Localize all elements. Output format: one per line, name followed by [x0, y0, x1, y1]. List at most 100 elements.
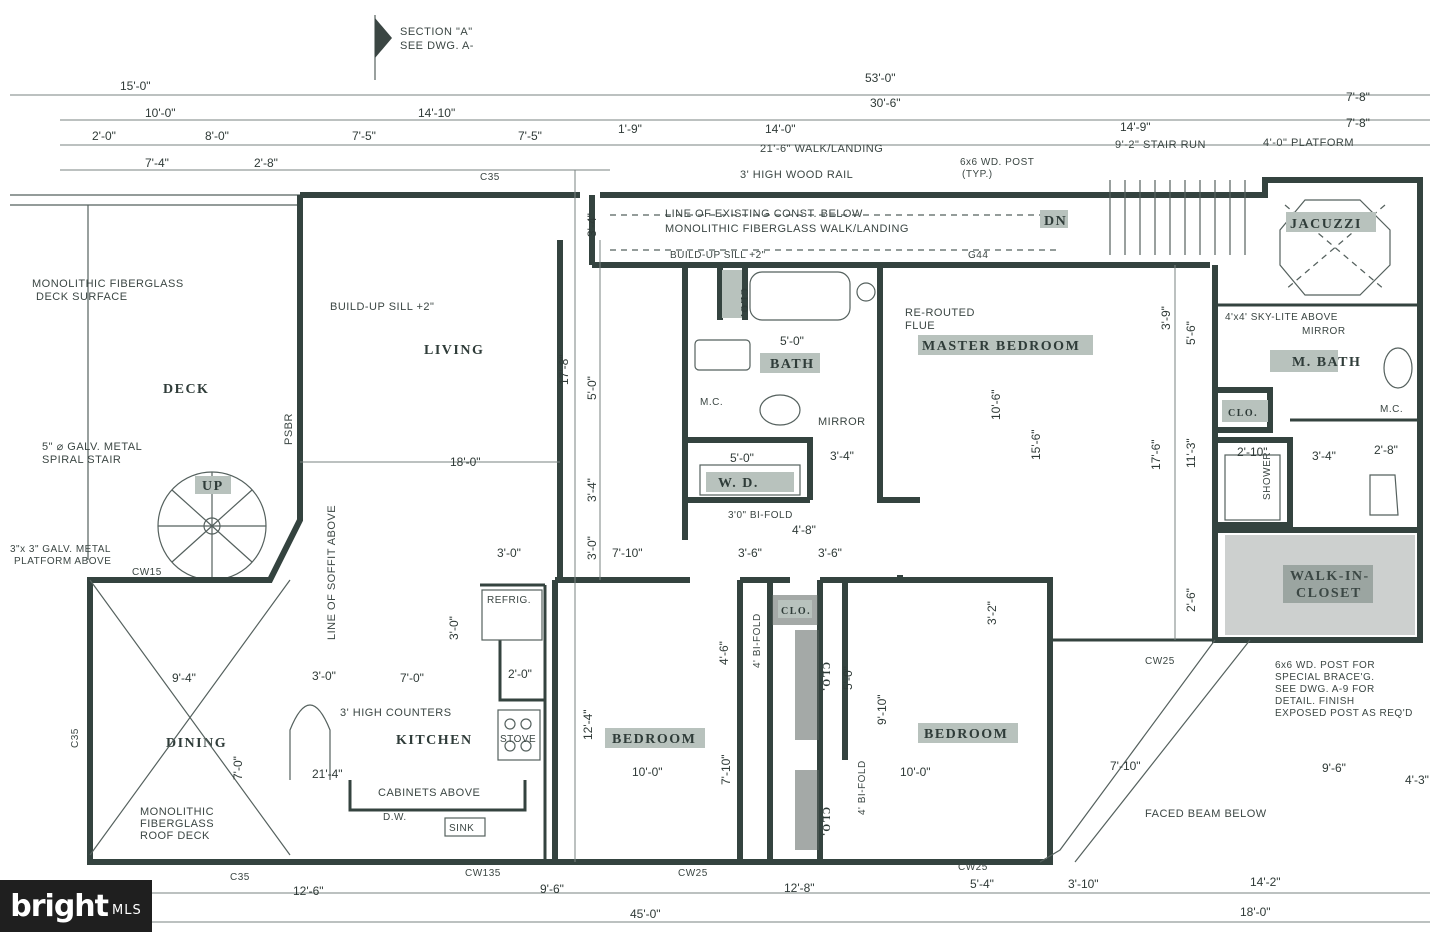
dim-top-10: 10'-0": [145, 106, 176, 120]
note-post-special-2: SPECIAL BRACE'G.: [1275, 672, 1375, 683]
note-bifold-2: 4' BI-FOLD: [857, 760, 868, 815]
dim-r-7-10: 7'-10": [1110, 759, 1141, 773]
bath-fixtures: BATH M.C. MIRROR RE-ROUTED FLUE CLO.: [694, 270, 975, 428]
dim-top-2-0: 2'-0": [92, 129, 116, 143]
dim-h-3-6b: 3'-6": [818, 546, 842, 560]
room-bedroom-right: BEDROOM: [924, 727, 1008, 742]
window-cw15: CW15: [132, 567, 162, 578]
dim-b-7-10: 7'-10": [719, 754, 733, 785]
dim-top-7-5b: 7'-5": [518, 129, 542, 143]
dim-b-12-4: 12'-4": [581, 709, 595, 740]
dim-h-3-6a: 3'-6": [738, 546, 762, 560]
room-living: LIVING: [424, 343, 484, 358]
dim-v-5-0: 5'-0": [585, 376, 599, 400]
room-labels: LIVING MASTER BEDROOM DINING KITCHEN BED…: [166, 335, 1093, 751]
dim-top-14-9: 14'-9": [1120, 120, 1151, 134]
note-bifold-1: 4' BI-FOLD: [752, 613, 763, 668]
walk-in-closet-2: CLOSET: [1296, 586, 1362, 601]
dim-bath-5: 5'-0": [780, 334, 804, 348]
dim-top-1-9: 1'-9": [618, 122, 642, 136]
note-roof-deck-1: MONOLITHIC: [140, 806, 214, 818]
dim-mb-2-8: 2'-8": [1374, 443, 1398, 457]
note-existing-1: LINE OF EXISTING CONST. BELOW: [665, 208, 863, 220]
spiral-stair: UP: [157, 471, 267, 581]
dim-b-4-6: 4'-6": [717, 641, 731, 665]
note-deck-surface-1: MONOLITHIC FIBERGLASS: [32, 278, 184, 290]
dim-mb-2-10: 2'-10": [1237, 445, 1268, 459]
sink-label: SINK: [449, 823, 474, 834]
dim-b-5-0: 5'-0": [841, 666, 855, 690]
master-bath-fixtures: M. BATH 4'x4' SKY-LITE ABOVE MIRROR M.C.…: [1222, 312, 1413, 603]
stair-treads: [1109, 180, 1246, 255]
note-post-special-3: SEE DWG. A-9 FOR: [1275, 684, 1375, 695]
logo-suffix: MLS: [112, 902, 142, 918]
dim-top-15: 15'-0": [120, 79, 151, 93]
dim-hall-3-4: 3'-4": [830, 449, 854, 463]
stove-label: STOVE: [500, 734, 536, 745]
room-kitchen: KITCHEN: [396, 733, 473, 748]
note-skylite: 4'x4' SKY-LITE ABOVE: [1225, 312, 1338, 323]
clo-mbath-label: CLO.: [1228, 408, 1258, 419]
dim-bot-12-6: 12'-6": [293, 884, 324, 898]
landing: LINE OF EXISTING CONST. BELOW MONOLITHIC…: [480, 157, 1246, 261]
logo-brand: bright: [10, 888, 109, 924]
note-wood-rail: 3' HIGH WOOD RAIL: [740, 169, 853, 181]
deck-area: DECK MONOLITHIC FIBERGLASS DECK SURFACE …: [10, 194, 300, 578]
walk-in-closet-1: WALK-IN-: [1290, 569, 1370, 584]
window-cw135: CW135: [465, 868, 501, 879]
platform-dim: 4'-0" PLATFORM: [1263, 137, 1354, 149]
dim-v-17-6: 17'-6": [1149, 439, 1163, 470]
note-psbr: PSBR: [283, 413, 295, 445]
dw-label: D.W.: [383, 812, 407, 823]
dim-top-14-10: 14'-10": [418, 106, 455, 120]
kitchen-fixtures: REFRIG. STOVE SINK D.W. 3' HIGH COUNTERS…: [89, 579, 543, 856]
dim-v-2-6: 2'-6": [1184, 588, 1198, 612]
spiral-up-label: UP: [202, 479, 224, 494]
dim-h-4-8: 4'-8": [792, 523, 816, 537]
window-cw25-right: CW25: [1145, 656, 1175, 667]
dim-v-3-9: 3'-9": [1159, 306, 1173, 330]
dim-v-10-6: 10'-6": [989, 389, 1003, 420]
dim-top-7-5a: 7'-5": [352, 129, 376, 143]
stair-dn-label: DN: [1044, 214, 1067, 229]
note-bifold-wd: 3'0" BI-FOLD: [728, 510, 793, 521]
dim-k-3-0: 3'-0": [497, 546, 521, 560]
bath-mc: M.C.: [700, 397, 723, 408]
room-bath: BATH: [770, 357, 815, 372]
dim-b-9-10: 9'-10": [875, 694, 889, 725]
top-dimensions: 15'-0" 53'-0" 10'-0" 14'-10" 30'-6" 7'-8…: [10, 71, 1430, 171]
walk-landing-dim: 21'-6" WALK/LANDING: [760, 143, 883, 155]
room-dining: DINING: [166, 736, 227, 751]
window-g44: G44: [968, 250, 988, 261]
dim-living-18: 18'-0": [450, 455, 481, 469]
bright-mls-logo: bright MLS: [0, 880, 152, 932]
note-mirror-bath: MIRROR: [818, 416, 866, 428]
hall-closets: CLO. CLO. CLO.: [772, 535, 1415, 850]
dim-k-21-4: 21'-4": [312, 767, 343, 781]
interior-dimensions: 17'-8" 5'-0" 3'-4" 3'-4" 3'-0" 10'-6" 15…: [172, 170, 1429, 862]
room-master-bedroom: MASTER BEDROOM: [922, 339, 1080, 354]
dim-d-9-4: 9'-4": [172, 671, 196, 685]
dim-r-4-3: 4'-3": [1405, 773, 1429, 787]
dim-v-3-4b: 3'-4": [585, 478, 599, 502]
window-c35-left: C35: [70, 728, 81, 748]
note-post-special-5: EXPOSED POST AS REQ'D: [1275, 708, 1413, 719]
dim-bot-3-10: 3'-10": [1068, 877, 1099, 891]
dim-top-7-4: 7'-4": [145, 156, 169, 170]
dim-bot-45: 45'-0": [630, 907, 661, 921]
jacuzzi: JACUZZI: [1279, 199, 1391, 296]
dim-b-10-0b: 10'-0": [900, 765, 931, 779]
dim-top-7-8a: 7'-8": [1346, 90, 1370, 104]
note-rerouted-1: RE-ROUTED: [905, 307, 975, 319]
bottom-dimensions: 12'-6" 9'-6" 12'-8" 5'-4" 3'-10" 14'-2" …: [150, 875, 1430, 923]
dim-top-30-6: 30'-6": [870, 96, 901, 110]
dim-mb-3-4: 3'-4": [1312, 449, 1336, 463]
note-spiral-2: SPIRAL STAIR: [42, 454, 121, 466]
section-marker: SECTION "A" SEE DWG. A-: [374, 15, 473, 80]
note-post-typ-2: (TYP.): [962, 169, 993, 180]
clo-hall-3: CLO.: [820, 807, 831, 837]
note-faced-beam: FACED BEAM BELOW: [1145, 808, 1267, 820]
dim-k-7-0: 7'-0": [400, 671, 424, 685]
dim-k-7-0v: 7'-0": [231, 756, 245, 780]
